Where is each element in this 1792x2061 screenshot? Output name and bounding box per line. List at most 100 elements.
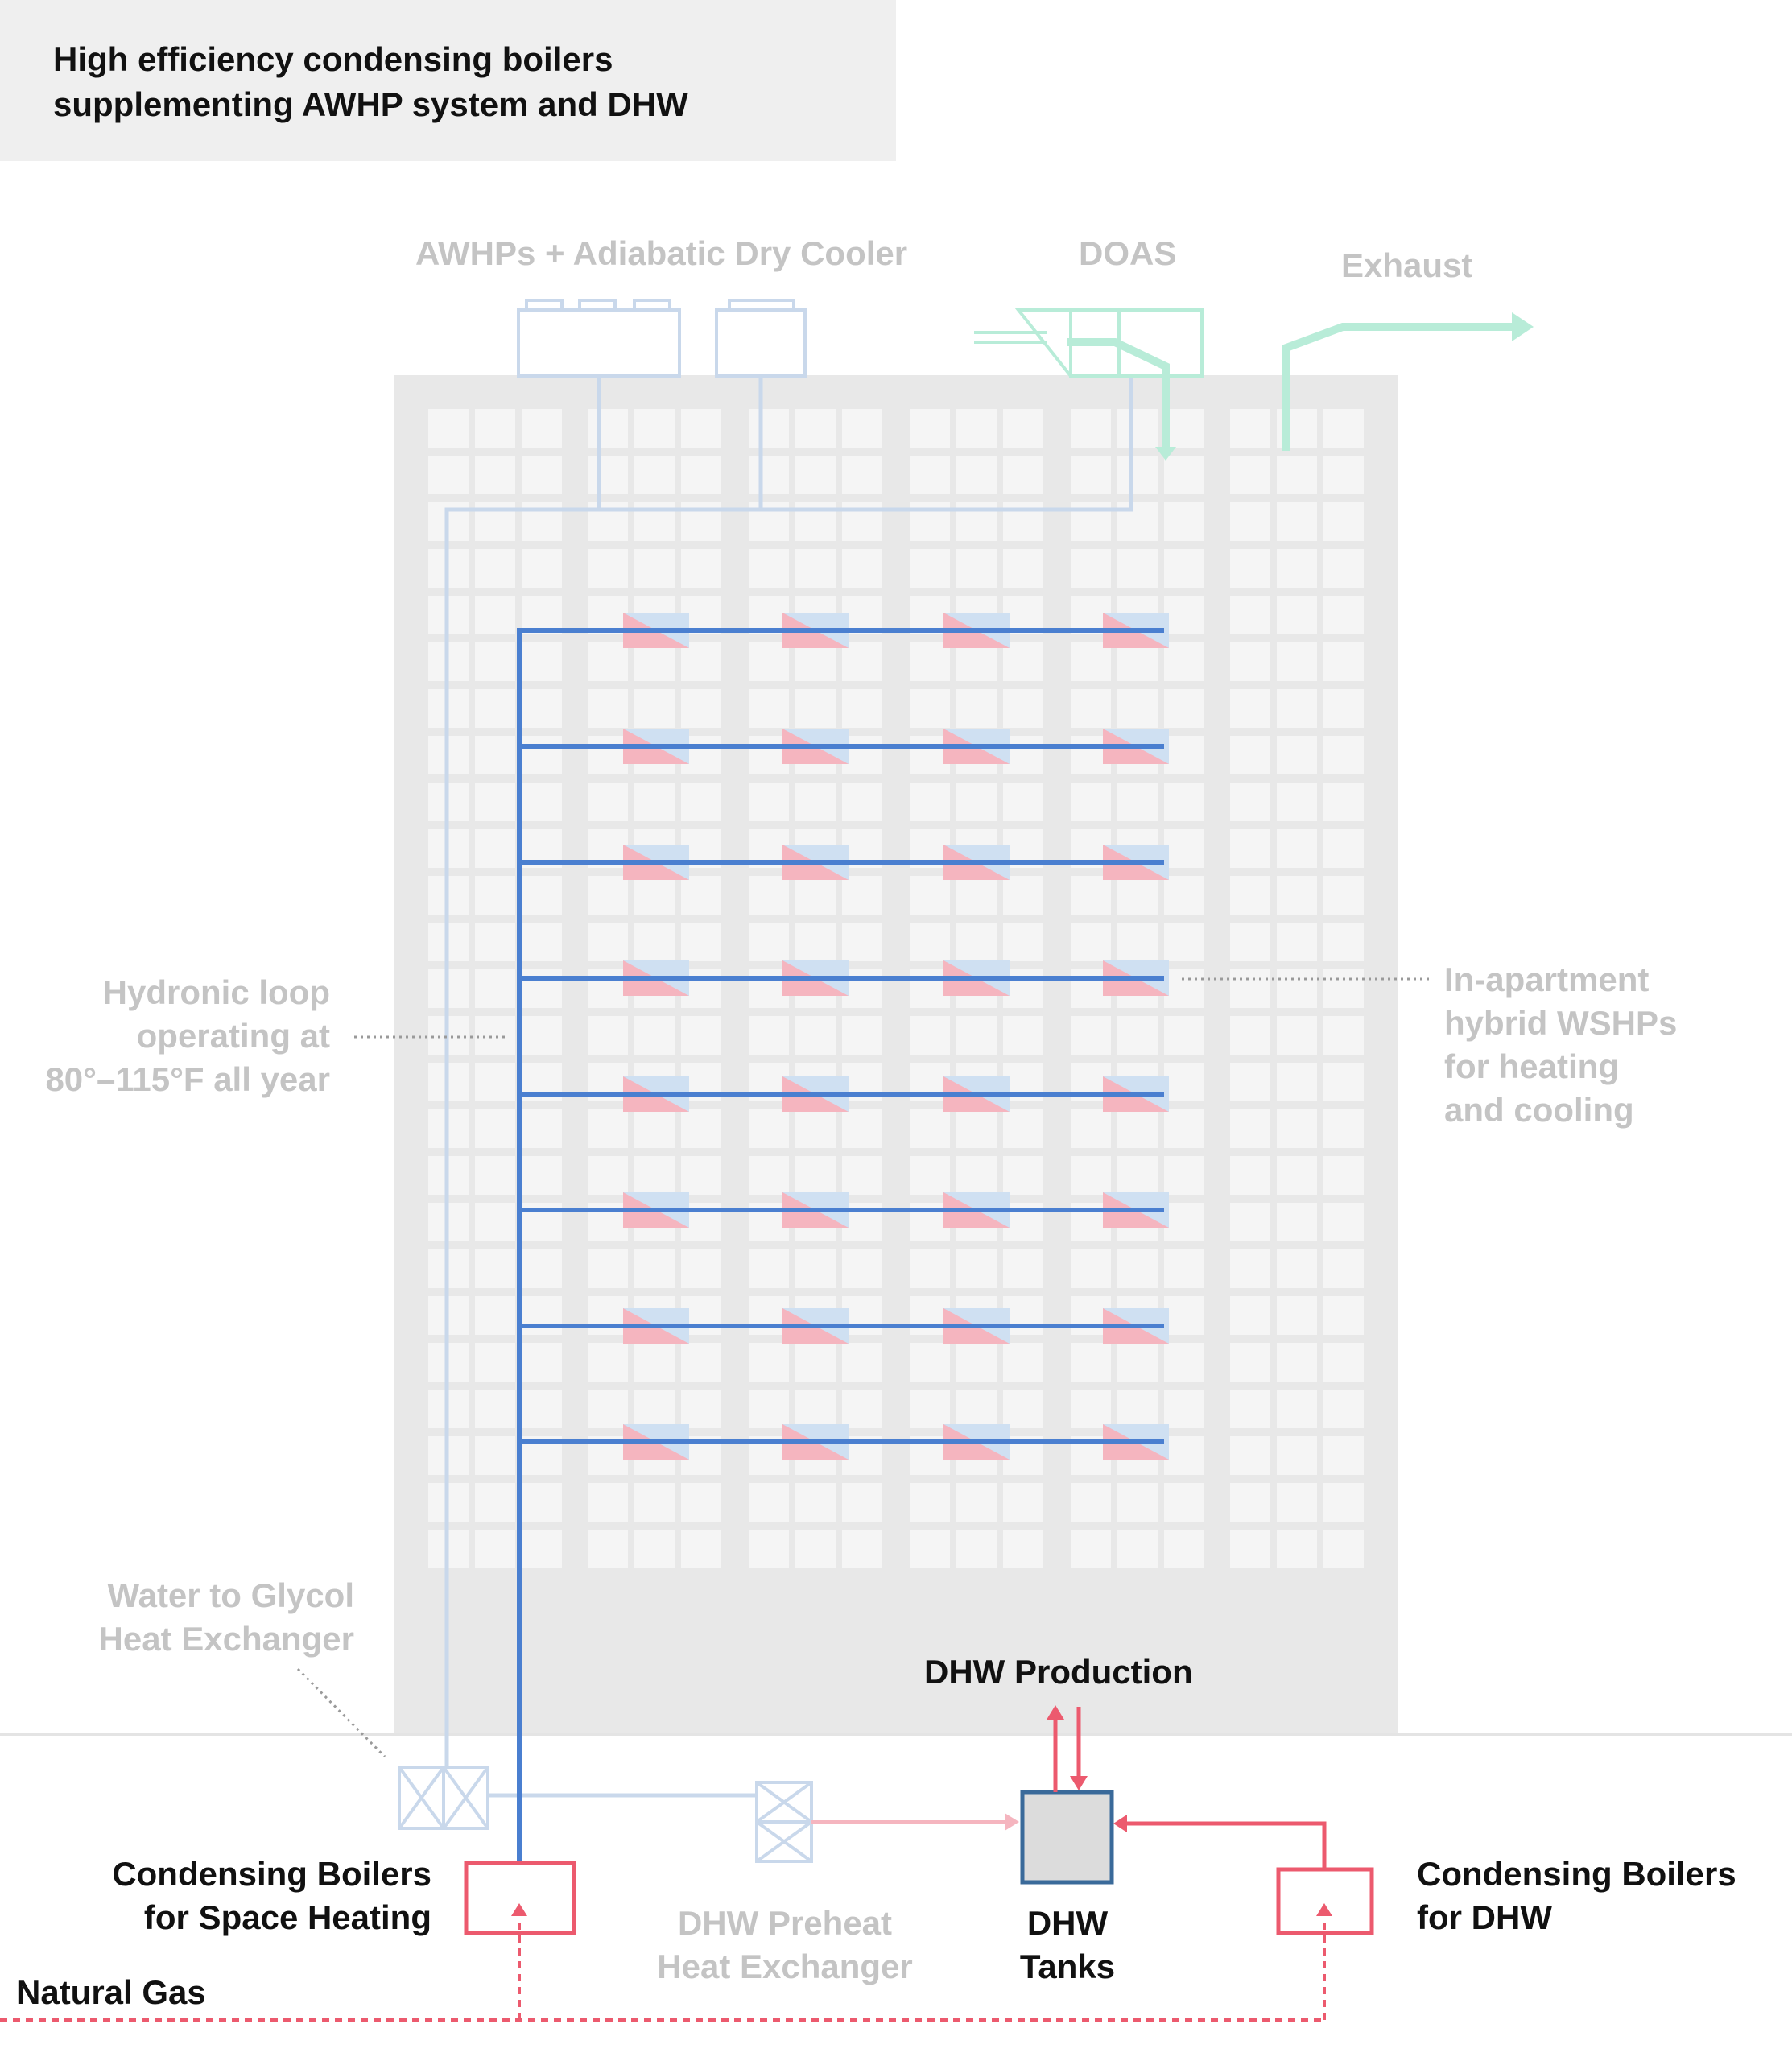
window <box>956 1483 997 1522</box>
window <box>634 1343 675 1382</box>
window <box>749 1390 789 1428</box>
window <box>1277 1109 1317 1148</box>
window <box>681 1249 721 1288</box>
window <box>1003 783 1043 821</box>
window <box>842 689 882 728</box>
window <box>795 549 836 588</box>
doas-supply-duct <box>1067 338 1170 447</box>
window <box>681 783 721 821</box>
dhw-boiler <box>1276 1867 1374 1935</box>
window <box>1230 1109 1270 1148</box>
window <box>1164 736 1204 774</box>
window <box>1323 923 1364 961</box>
window <box>1003 1156 1043 1195</box>
window <box>1277 1016 1317 1055</box>
window <box>1277 736 1317 774</box>
window <box>1277 502 1317 541</box>
window <box>1117 1530 1158 1568</box>
window <box>522 783 562 821</box>
window <box>956 1156 997 1195</box>
window <box>634 1156 675 1195</box>
window <box>681 1016 721 1055</box>
window <box>795 1530 836 1568</box>
window <box>1003 736 1043 774</box>
window <box>795 1390 836 1428</box>
exhaust-duct <box>1282 323 1513 451</box>
window <box>1003 456 1043 494</box>
window <box>795 1483 836 1522</box>
window <box>1230 829 1270 868</box>
window <box>1277 876 1317 915</box>
window <box>842 1483 882 1522</box>
window <box>1071 1343 1111 1382</box>
window <box>910 456 950 494</box>
window <box>1230 1483 1270 1522</box>
window <box>795 1109 836 1148</box>
window <box>749 1016 789 1055</box>
window <box>1277 689 1317 728</box>
window <box>1230 1156 1270 1195</box>
window <box>910 1343 950 1382</box>
window <box>634 1249 675 1288</box>
window <box>1323 969 1364 1008</box>
window <box>1323 1063 1364 1101</box>
window <box>588 549 628 588</box>
window <box>956 642 997 681</box>
window <box>1003 1343 1043 1382</box>
window <box>1277 923 1317 961</box>
window <box>681 1530 721 1568</box>
window <box>1323 689 1364 728</box>
dhw-boiler-supply-line <box>1125 1821 1327 1869</box>
window <box>1071 642 1111 681</box>
window <box>634 1016 675 1055</box>
window <box>1230 736 1270 774</box>
window <box>1323 642 1364 681</box>
awhp-units <box>517 299 807 378</box>
window <box>910 923 950 961</box>
window <box>522 1530 562 1568</box>
window <box>634 783 675 821</box>
window <box>522 549 562 588</box>
window <box>522 689 562 728</box>
window <box>842 783 882 821</box>
window <box>842 549 882 588</box>
window <box>1117 1343 1158 1382</box>
window <box>1277 1156 1317 1195</box>
window <box>749 689 789 728</box>
window <box>475 1436 515 1475</box>
window <box>1071 1156 1111 1195</box>
window <box>522 1156 562 1195</box>
window <box>475 1249 515 1288</box>
doas-supply-arrow <box>1155 447 1176 461</box>
window <box>681 1109 721 1148</box>
window <box>1071 549 1111 588</box>
window <box>956 1343 997 1382</box>
hydronic-branches <box>519 628 1164 1444</box>
window <box>588 409 628 448</box>
window <box>522 923 562 961</box>
window <box>522 1296 562 1335</box>
window <box>522 1016 562 1055</box>
leader-lines <box>296 977 1429 1758</box>
window <box>475 642 515 681</box>
window <box>795 1156 836 1195</box>
window <box>910 1156 950 1195</box>
window <box>1323 1249 1364 1288</box>
window <box>1164 969 1204 1008</box>
window <box>795 1343 836 1382</box>
window <box>1117 1483 1158 1522</box>
window <box>910 1249 950 1288</box>
window <box>1277 1436 1317 1475</box>
window <box>910 642 950 681</box>
window <box>1071 923 1111 961</box>
window <box>1117 549 1158 588</box>
window <box>1003 409 1043 448</box>
window <box>634 409 675 448</box>
window <box>588 1343 628 1382</box>
window <box>1117 1249 1158 1288</box>
window <box>1164 923 1204 961</box>
window <box>1277 1390 1317 1428</box>
window <box>634 549 675 588</box>
window <box>1277 1343 1317 1382</box>
